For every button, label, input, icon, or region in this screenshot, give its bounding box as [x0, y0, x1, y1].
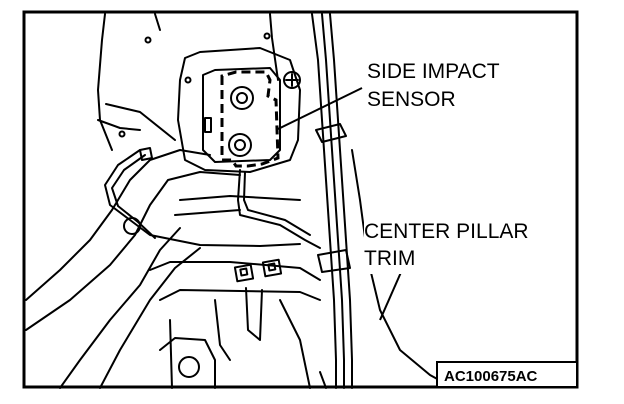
sensor-label-line1: SIDE IMPACT — [367, 60, 500, 83]
harness-clip-upper — [315, 123, 347, 143]
center-pillar-trim-edge — [351, 149, 451, 387]
harness-clip-lower — [317, 249, 351, 273]
trim-label-line1: CENTER PILLAR — [364, 220, 529, 243]
vehicle-interior-drawing — [25, 13, 451, 389]
panel-edge-left — [97, 13, 113, 151]
sensor-label-bg — [364, 52, 532, 114]
bolt-bracket — [283, 71, 301, 89]
retractor-housing — [159, 337, 216, 389]
figure-code-box — [436, 361, 578, 388]
cable-clip — [123, 217, 141, 235]
wire-harness — [311, 13, 337, 389]
figure-code: AC100675AC — [444, 368, 538, 385]
sensor-bracket — [177, 47, 301, 173]
square-nut-left — [233, 263, 255, 283]
loop-cable — [104, 149, 301, 247]
sensor-label-line2: SENSOR — [367, 88, 456, 111]
trim-label-bg — [364, 212, 562, 274]
sensor-leader-line — [275, 87, 363, 131]
retractor-bolt — [178, 356, 200, 378]
sensor-cable — [237, 169, 321, 249]
trim-leader-line — [379, 269, 403, 321]
bolt-upper — [230, 86, 254, 110]
bolt-lower — [228, 133, 252, 157]
trim-label-line2: TRIM — [364, 247, 415, 270]
